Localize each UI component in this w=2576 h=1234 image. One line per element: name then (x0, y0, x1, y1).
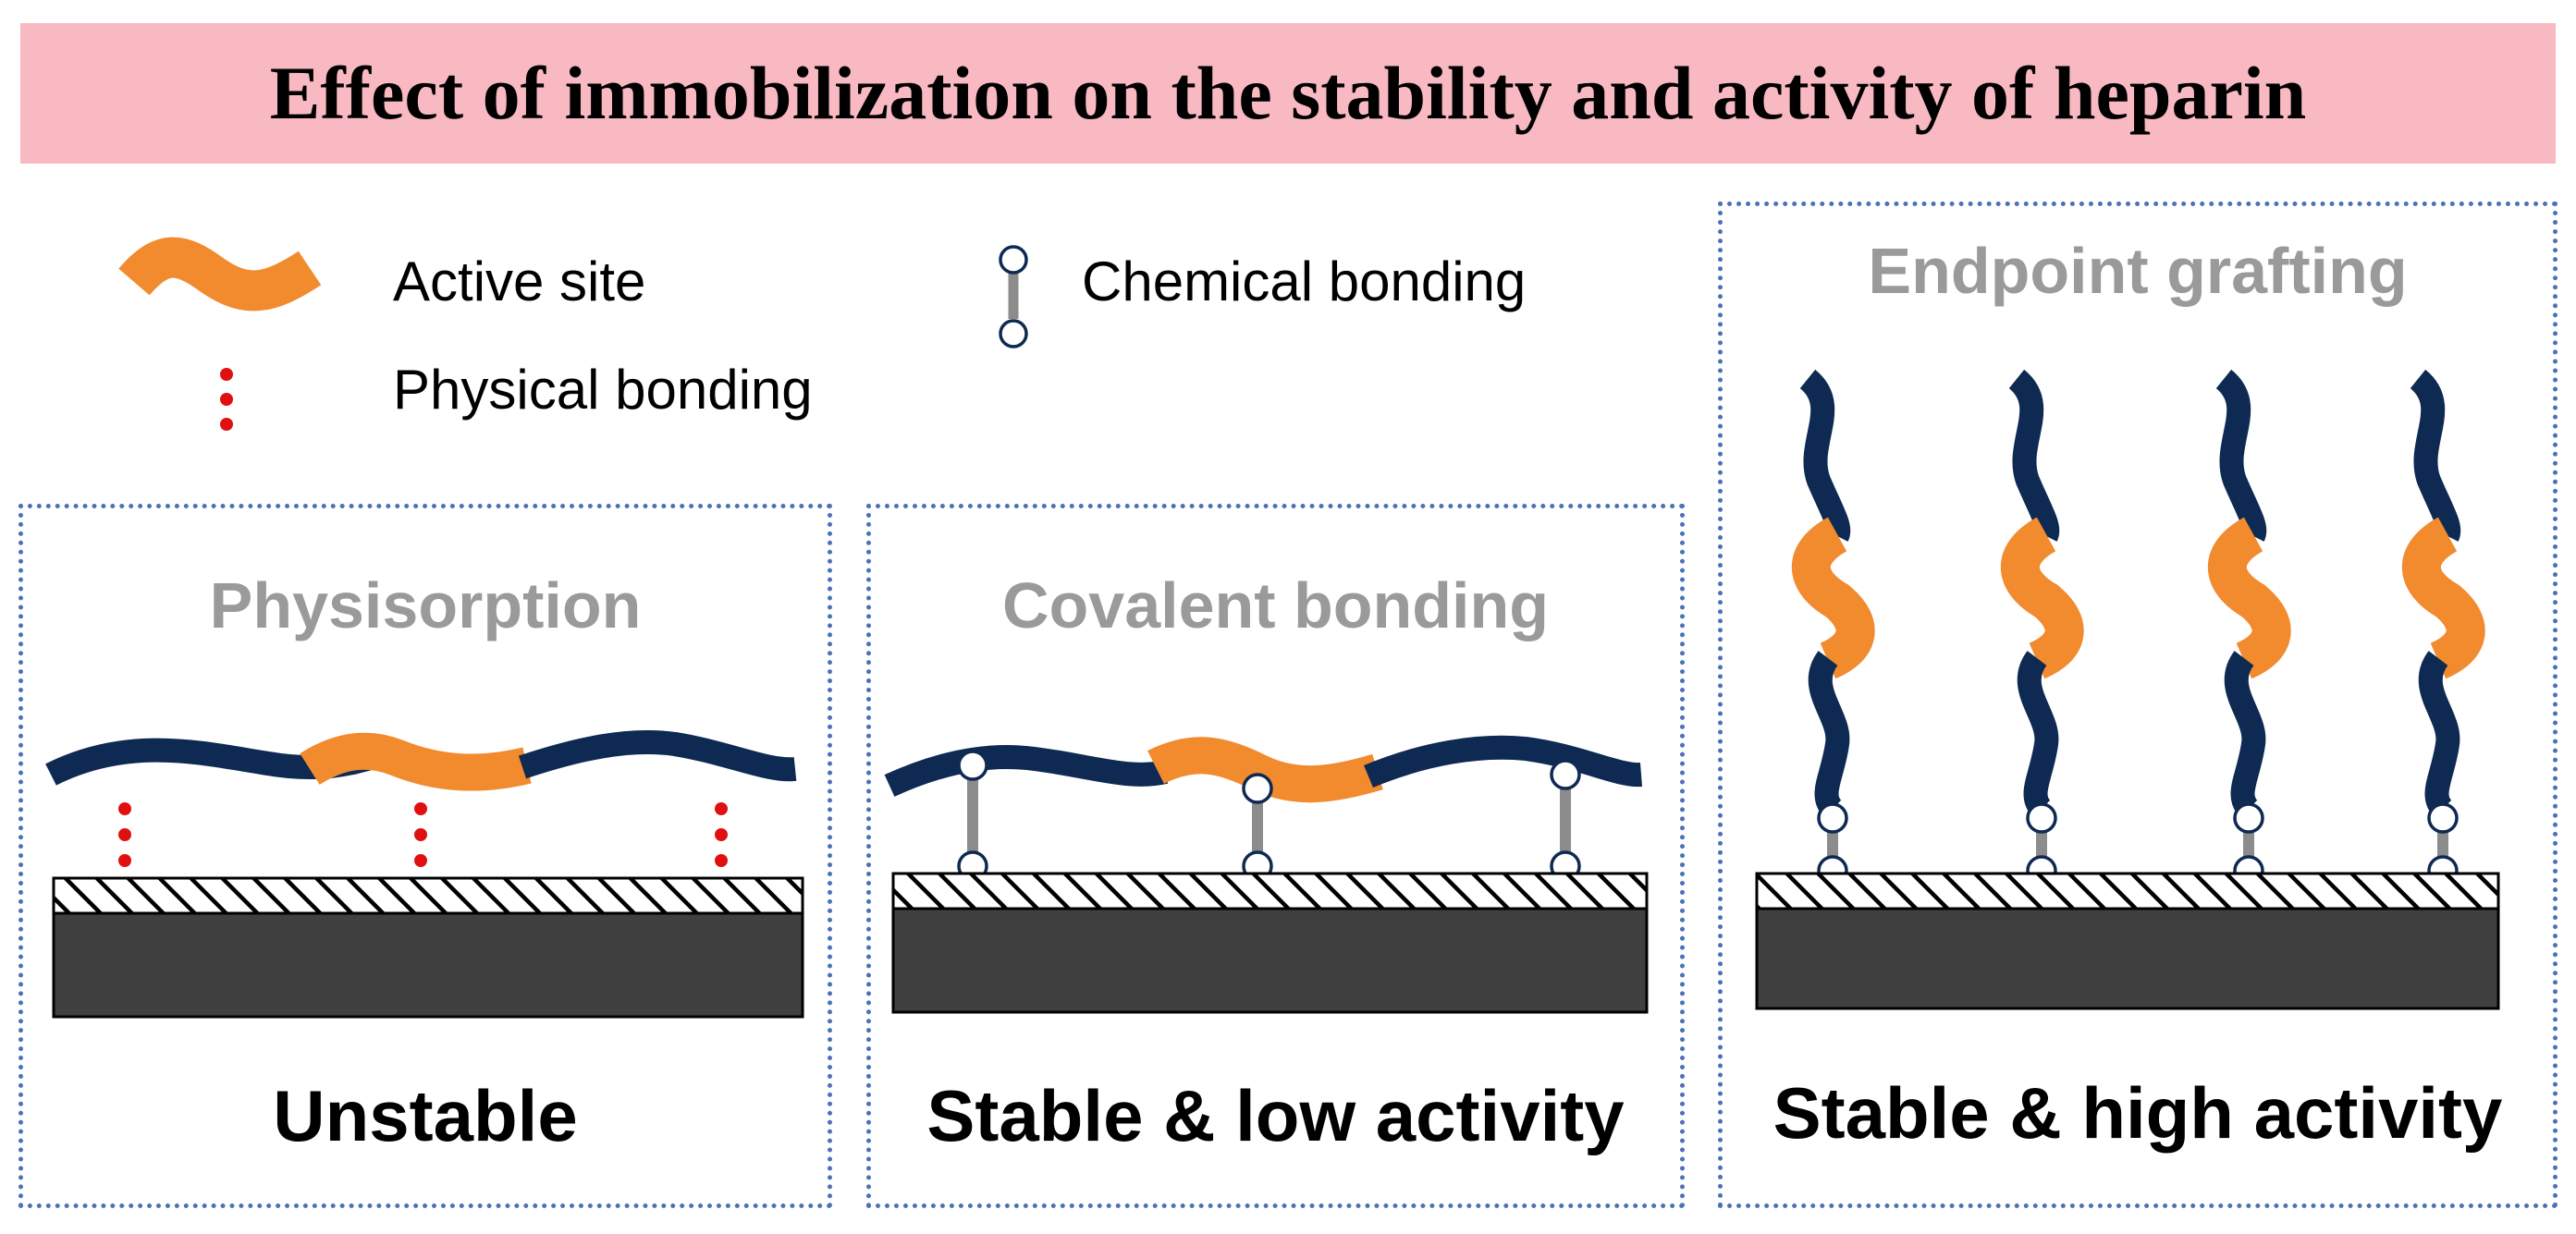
physical-bonds (118, 802, 728, 867)
substrate (52, 911, 804, 1019)
active-site (1147, 737, 1383, 803)
panel-verdict: Stable & low activity (926, 1075, 1625, 1156)
legend-physical-bonding-label: Physical bonding (393, 359, 813, 421)
panel-verdict: Stable & high activity (1773, 1072, 2503, 1154)
physisorption-illustration (45, 730, 804, 1019)
page-title: Effect of immobilization on the stabilit… (269, 51, 2307, 135)
legend-active-site-label: Active site (393, 250, 646, 312)
substrate (891, 907, 1649, 1014)
heparin-chain (884, 744, 1169, 797)
panel-title: Physisorption (209, 569, 642, 641)
legend-chemical-bonding-label: Chemical bonding (1082, 250, 1527, 312)
panel-verdict: Unstable (273, 1075, 578, 1156)
substrate-coating (891, 872, 1649, 910)
panel-endpoint-grafting: Endpoint grafting Stable & high activity (1718, 202, 2558, 1208)
title-banner: Effect of immobilization on the stabilit… (20, 23, 2556, 164)
legend-active-site-icon (118, 237, 322, 312)
panel-title: Covalent bonding (1001, 569, 1550, 641)
substrate (1755, 907, 2500, 1010)
grafted-chain (1791, 369, 1875, 886)
chemical-bonds (957, 750, 1581, 882)
grafted-chain (2000, 369, 2084, 886)
substrate-coating (1755, 872, 2500, 910)
substrate-coating (52, 876, 804, 915)
panel-title: Endpoint grafting (1868, 235, 2408, 307)
legend-physical-bond-icon (220, 368, 233, 431)
heparin-chain (518, 730, 797, 782)
grafted-chain (2401, 369, 2485, 886)
covalent-bonding-illustration (884, 735, 1649, 1014)
endpoint-grafting-illustration (1755, 369, 2500, 1010)
panel-physisorption: Physisorption Unstable (18, 504, 832, 1208)
panel-covalent-bonding: Covalent bonding Stable & low activity (866, 504, 1685, 1208)
heparin-chain (1364, 735, 1643, 788)
legend-chemical-bond-icon (999, 245, 1028, 348)
active-site (300, 732, 532, 791)
